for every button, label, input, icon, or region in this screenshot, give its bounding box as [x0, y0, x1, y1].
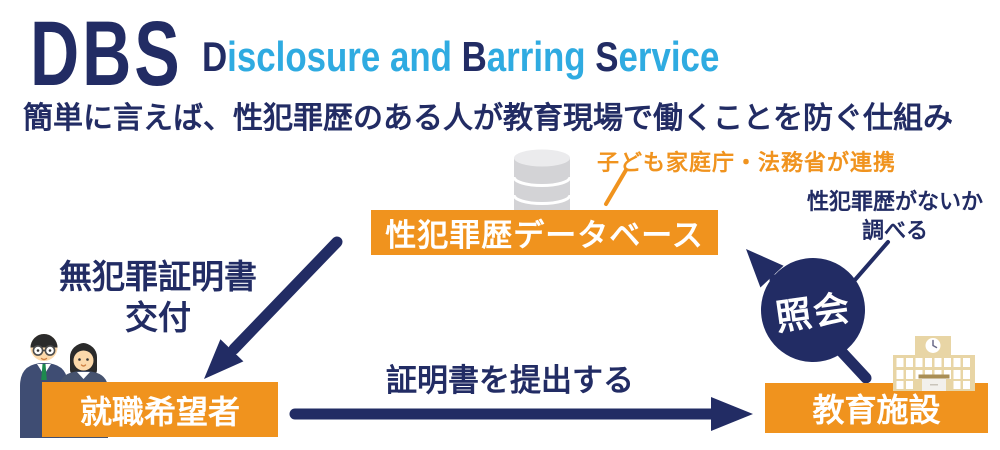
check-note-line1: 性犯罪歴がないか — [806, 189, 983, 214]
agency-callout-line — [604, 168, 628, 206]
issue-certificate-arrow — [204, 236, 343, 379]
subtitle: 簡単に言えば、性犯罪歴のある人が教育現場で働くことを防ぐ仕組み — [23, 102, 953, 135]
check-callout-line — [852, 240, 890, 283]
submit-certificate-arrow — [289, 397, 753, 431]
dbs-full-title: Disclosure and Barring Service — [202, 36, 719, 78]
title-segment: isclosure and — [227, 33, 462, 80]
check-note-line2: 調べる — [861, 218, 928, 243]
cert-note-line1: 無犯罪証明書 — [59, 258, 257, 295]
title-segment: D — [202, 33, 228, 80]
dbs-acronym: DBS — [30, 3, 183, 105]
title-segment: S — [595, 33, 619, 80]
title-segment: ervice — [618, 33, 720, 80]
job-seeker-label-box: 就職希望者 — [42, 382, 278, 437]
school-building-icon — [893, 336, 975, 391]
agency-cooperation-note: 子ども家庭庁・法務省が連携 — [597, 150, 897, 175]
database-cylinder-icon — [512, 149, 572, 222]
title-segment: B — [461, 33, 487, 80]
school-label-box: 教育施設 — [765, 383, 988, 433]
title-segment: arring — [486, 33, 596, 80]
submit-certificate-label: 証明書を提出する — [386, 363, 634, 398]
certificate-issue-note: 無犯罪証明書 交付 — [52, 256, 264, 338]
cert-note-line2: 交付 — [125, 299, 191, 336]
criminal-record-check-note: 性犯罪歴がないか 調べる — [798, 187, 992, 245]
database-label-box: 性犯罪歴データベース — [371, 210, 718, 255]
